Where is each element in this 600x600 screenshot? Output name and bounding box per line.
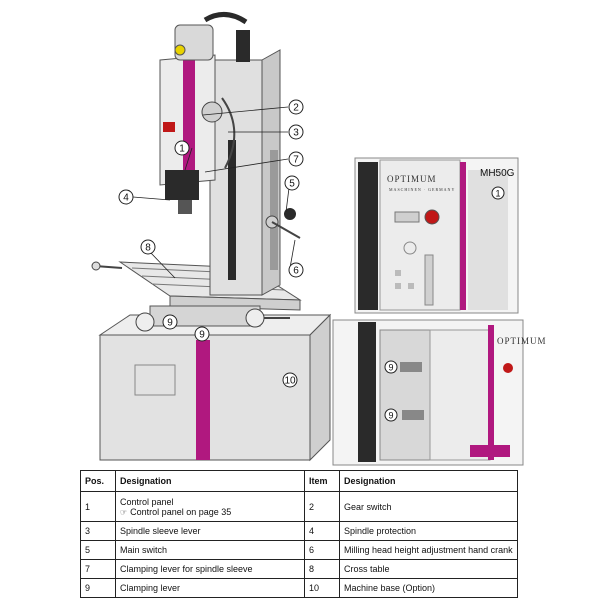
header-designation-right: Designation — [339, 470, 518, 492]
designation-text: Control panel — [120, 496, 174, 507]
callout-9a: 9 — [167, 318, 173, 329]
pos-number: 5 — [80, 540, 116, 560]
callout-4: 4 — [123, 193, 129, 204]
milling-head — [159, 24, 236, 214]
designation-cell: Milling head height adjustment hand cran… — [339, 540, 518, 560]
detail-callout-1: 1 — [495, 189, 500, 199]
detail-callout-9-lower: 9 — [388, 411, 393, 421]
detail-callout-9-upper: 9 — [388, 363, 393, 373]
pos-number: 9 — [80, 578, 116, 598]
table-row: 5 Main switch 6 Milling head height adju… — [80, 540, 518, 560]
callout-6: 6 — [293, 266, 299, 277]
callout-9b: 9 — [199, 330, 205, 341]
detail-clamping-lever: OPTIMUM 9 9 — [332, 319, 547, 466]
callout-10: 10 — [284, 376, 296, 387]
callout-8: 8 — [145, 243, 151, 254]
detail-control-panel: OPTIMUM MASCHINEN · GERMANY MH50G 1 — [354, 157, 519, 314]
designation-cell: Main switch — [115, 540, 305, 560]
reference-icon: ☞ — [120, 507, 128, 517]
machine-illustration: 1 2 3 4 5 6 7 8 9 9 10 OPTIMUM MASCHINEN… — [91, 12, 547, 466]
callout-1: 1 — [179, 144, 185, 155]
header-designation-left: Designation — [115, 470, 305, 492]
pos-number: 1 — [80, 491, 116, 522]
designation-cell: Machine base (Option) — [339, 578, 518, 598]
item-number: 6 — [304, 540, 340, 560]
model-label: MH50G — [480, 168, 515, 179]
callout-7: 7 — [293, 155, 299, 166]
callouts: 1 2 3 4 5 6 7 8 9 9 10 — [118, 99, 304, 388]
table-row: 9 Clamping lever 10 Machine base (Option… — [80, 578, 518, 598]
designation-cell: Spindle protection — [339, 521, 518, 541]
machine-column — [203, 12, 281, 296]
page-reference-text: Control panel on page 35 — [130, 506, 232, 517]
header-item: Item — [304, 470, 340, 492]
designation-cell: Spindle sleeve lever — [115, 521, 305, 541]
designation-cell: Clamping lever for spindle sleeve — [115, 559, 305, 579]
callout-3: 3 — [293, 128, 299, 139]
item-number: 2 — [304, 491, 340, 522]
table-row: 7 Clamping lever for spindle sleeve 8 Cr… — [80, 559, 518, 579]
brand-logo: OPTIMUM — [387, 174, 437, 184]
hand-crank — [265, 208, 301, 239]
machine-base — [98, 313, 332, 462]
pos-number: 3 — [80, 521, 116, 541]
callout-5: 5 — [289, 179, 295, 190]
designation-cell: Cross table — [339, 559, 518, 579]
item-number: 4 — [304, 521, 340, 541]
table-row: 3 Spindle sleeve lever 4 Spindle protect… — [80, 521, 518, 541]
designation-cell: Clamping lever — [115, 578, 305, 598]
table-header-row: Pos. Designation Item Designation — [80, 470, 518, 492]
pos-number: 7 — [80, 559, 116, 579]
parts-table: Pos. Designation Item Designation 1 Cont… — [80, 470, 518, 598]
page-reference[interactable]: ☞Control panel on page 35 — [120, 507, 300, 517]
header-pos: Pos. — [80, 470, 116, 492]
table-row: 1 Control panel ☞Control panel on page 3… — [80, 491, 518, 522]
item-number: 10 — [304, 578, 340, 598]
brand-subline: MASCHINEN · GERMANY — [389, 187, 455, 192]
item-number: 8 — [304, 559, 340, 579]
designation-cell: Gear switch — [339, 491, 518, 522]
callout-2: 2 — [293, 103, 299, 114]
designation-cell: Control panel ☞Control panel on page 35 — [115, 491, 305, 522]
detail-brand-logo: OPTIMUM — [497, 336, 547, 346]
